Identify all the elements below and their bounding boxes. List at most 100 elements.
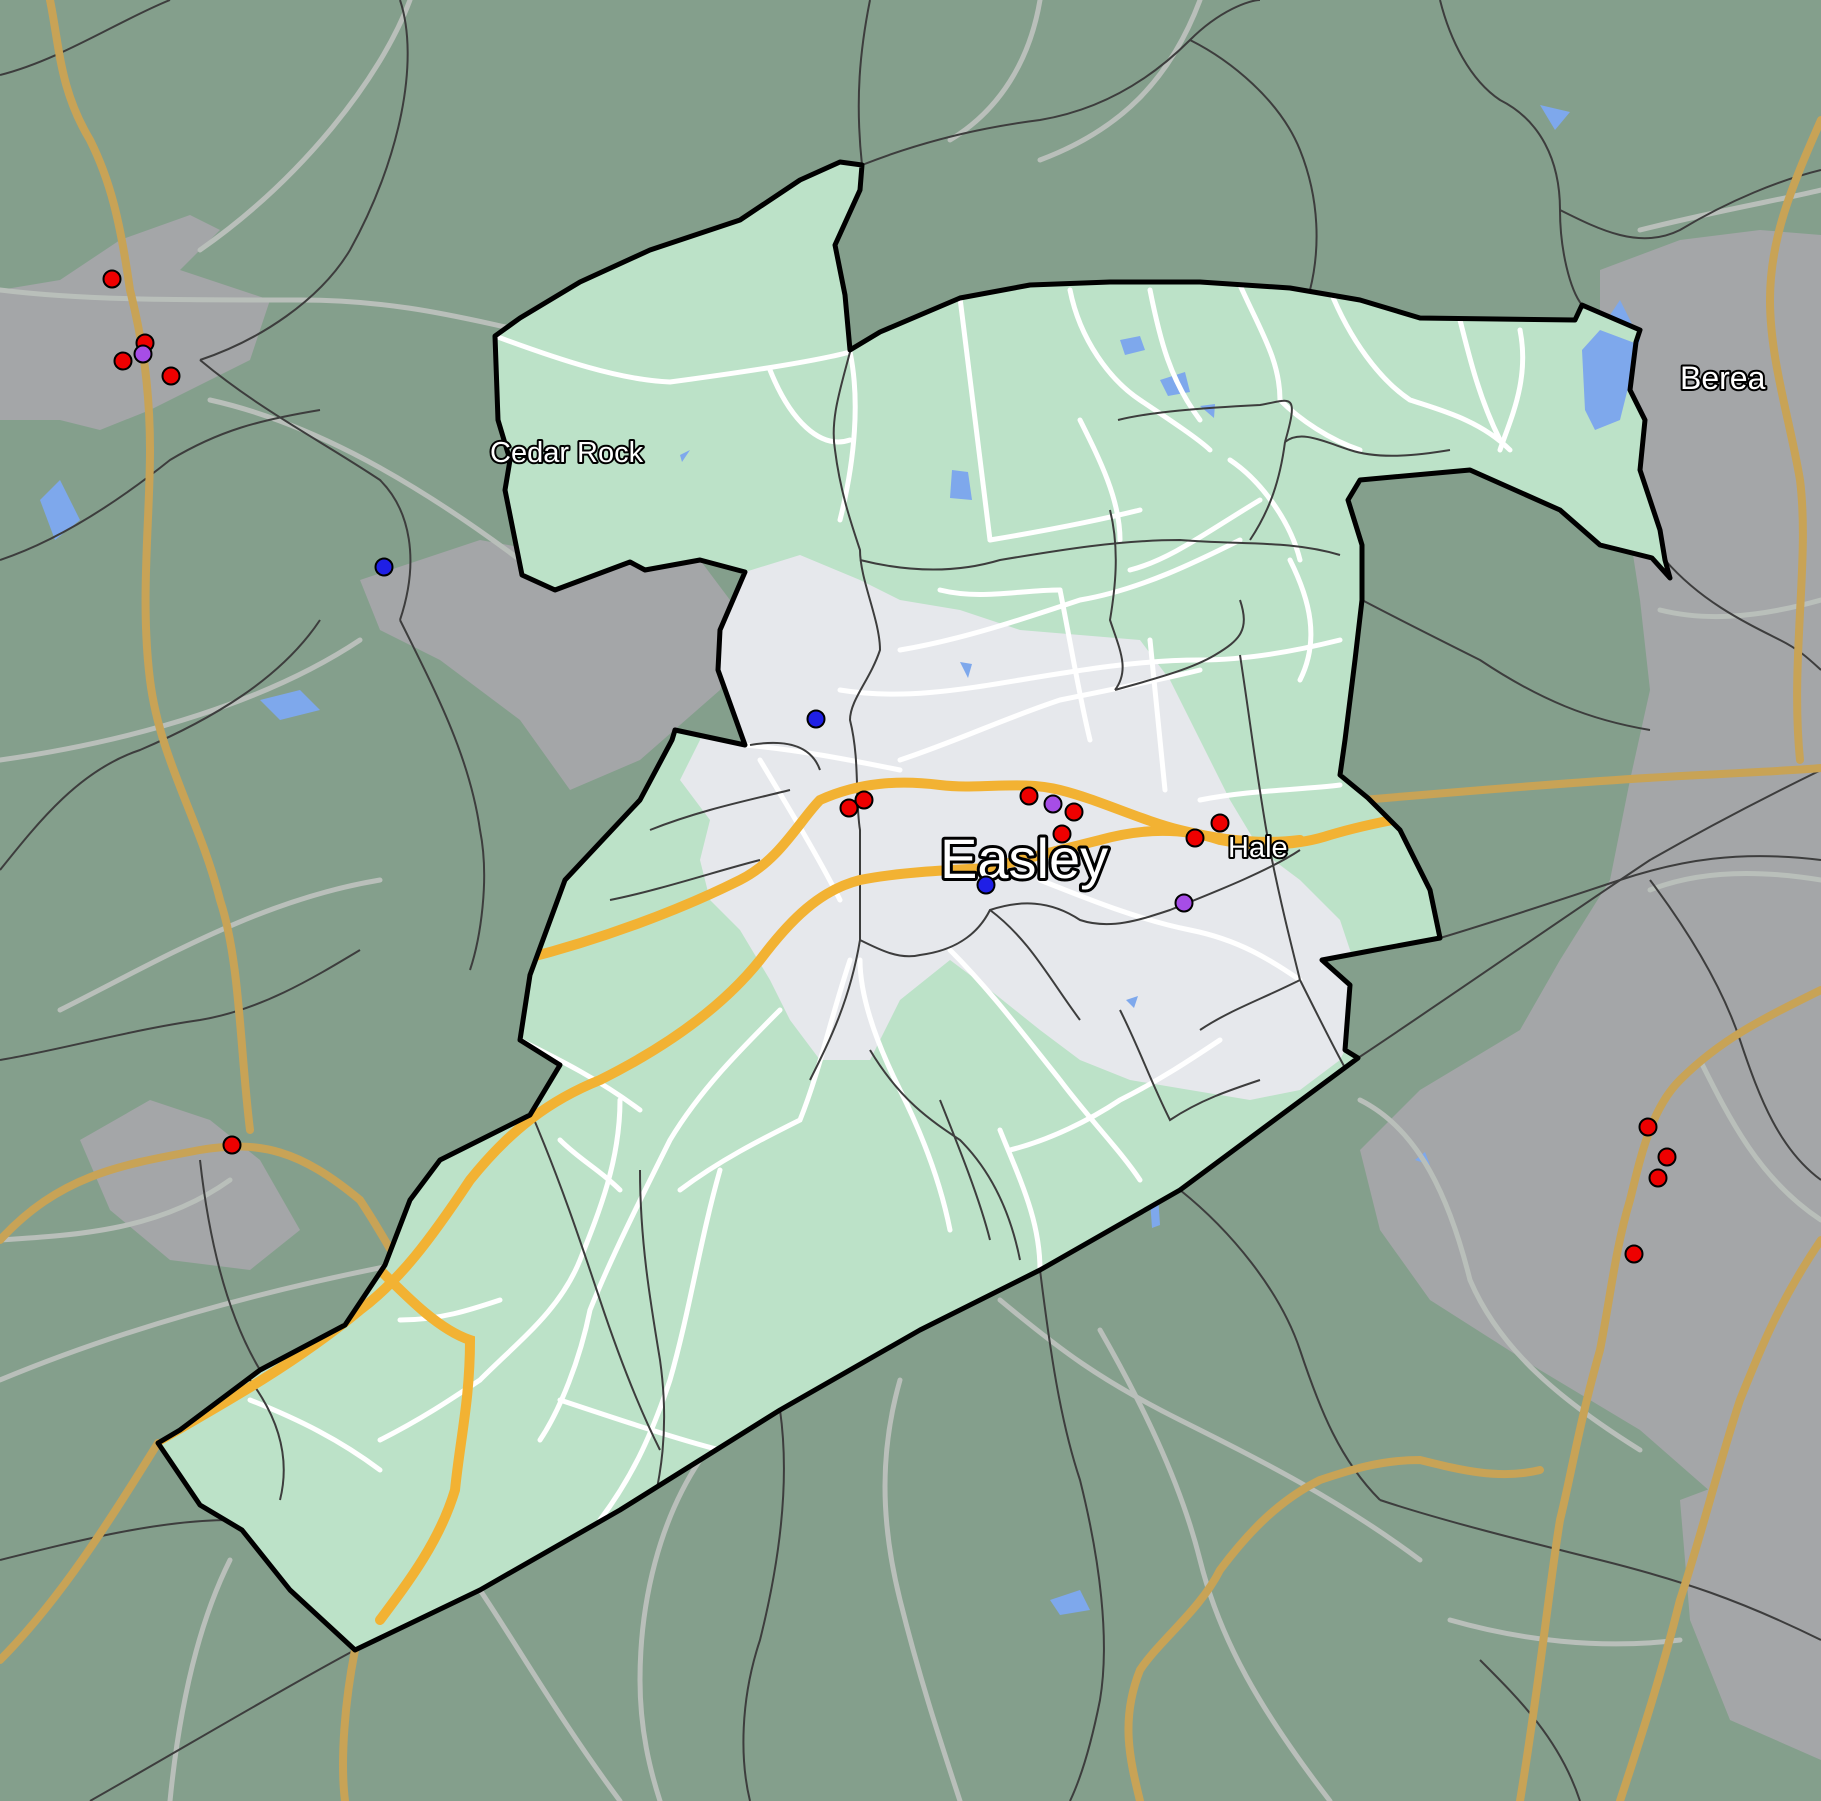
map-marker-red[interactable]: [1210, 813, 1230, 833]
map-marker-red[interactable]: [1624, 1244, 1644, 1264]
boundary-line: [1649, 879, 1821, 1181]
road-outside: [1037, 0, 1203, 163]
road-region: [1497, 327, 1526, 453]
road-region: [1077, 417, 1123, 543]
boundary-line: [199, 0, 409, 361]
road-region: [537, 1007, 783, 1443]
road-region: [957, 295, 993, 543]
boundary-line: [1361, 599, 1651, 731]
boundary-line: [1039, 1269, 1105, 1801]
water-region: [1582, 330, 1640, 430]
highway-outside: [46, 0, 254, 1134]
road-outside: [57, 877, 383, 1013]
boundary-line-region: [869, 1049, 1021, 1261]
boundary-line: [861, 0, 1261, 166]
boundary-line: [742, 1409, 785, 1801]
map-marker-red[interactable]: [854, 790, 874, 810]
map-marker-red[interactable]: [161, 366, 181, 386]
map-marker-red[interactable]: [1648, 1168, 1668, 1188]
map-marker-purple[interactable]: [133, 344, 153, 364]
boundary-line: [0, 0, 171, 76]
boundary-line-region: [1199, 979, 1301, 1031]
road-region: [1457, 317, 1503, 443]
label-berea[interactable]: Berea: [1678, 358, 1768, 398]
boundary-line: [1479, 1659, 1581, 1801]
map-marker-red[interactable]: [1019, 786, 1039, 806]
highway-outside: [1358, 764, 1821, 804]
road-outside: [1637, 187, 1821, 233]
boundary-line-region: [529, 1109, 661, 1451]
map-marker-blue[interactable]: [806, 709, 826, 729]
road-region: [947, 947, 1143, 1183]
boundary-line-region: [989, 909, 1081, 1021]
road-region: [997, 1127, 1043, 1273]
road-region: [767, 367, 853, 445]
map-marker-red[interactable]: [1185, 828, 1205, 848]
road-outside: [1447, 1617, 1683, 1647]
place-labels: Easley Cedar Rock Hale Berea: [488, 358, 1768, 893]
map-marker-purple[interactable]: [1174, 893, 1194, 913]
water-region: [1120, 336, 1145, 355]
road-region: [597, 1167, 723, 1523]
boundary-line: [199, 1159, 261, 1371]
road-outside: [207, 397, 523, 563]
water-region: [950, 470, 972, 500]
boundary-line: [0, 949, 361, 1061]
boundary-line: [0, 619, 321, 871]
urban-area-south-west: [80, 1100, 300, 1270]
water-outside: [260, 690, 320, 720]
road-outside: [0, 287, 523, 333]
boundary-line: [89, 1649, 356, 1801]
highway-region: [375, 1265, 476, 1625]
road-region: [557, 1137, 623, 1193]
water-region: [1126, 996, 1138, 1008]
map-marker-blue[interactable]: [976, 875, 996, 895]
map-marker-blue[interactable]: [374, 557, 394, 577]
road-region: [1127, 497, 1263, 573]
boundary-line-region: [639, 1169, 666, 1521]
map-marker-red[interactable]: [1638, 1117, 1658, 1137]
map-marker-red[interactable]: [102, 269, 122, 289]
road-region: [1067, 287, 1213, 453]
label-cedar-rock[interactable]: Cedar Rock: [488, 435, 646, 471]
boundary-line: [0, 1519, 231, 1561]
road-region: [897, 537, 1243, 653]
boundary-line-region: [1108, 509, 1124, 691]
road-outside: [997, 1297, 1423, 1563]
boundary-line-region: [1117, 399, 1293, 443]
region-outline: [155, 159, 1673, 1653]
map-marker-red[interactable]: [1657, 1147, 1677, 1167]
road-outside: [1647, 870, 1821, 893]
boundary-line-region: [749, 741, 821, 771]
boundary-line: [1189, 39, 1318, 291]
highway-outside: [1124, 1455, 1544, 1801]
map-marker-red[interactable]: [1064, 802, 1084, 822]
map-marker-red[interactable]: [222, 1135, 242, 1155]
highway-outside: [1616, 1236, 1821, 1801]
label-hale[interactable]: Hale: [1226, 830, 1290, 866]
road-outside: [947, 0, 1043, 143]
boundary-line: [1379, 1499, 1821, 1641]
map-marker-red[interactable]: [113, 351, 133, 371]
highway-outside: [339, 1646, 359, 1801]
road-region: [1007, 1037, 1223, 1153]
map-marker-purple[interactable]: [1043, 794, 1063, 814]
road-region: [677, 957, 853, 1193]
boundary-line-region: [1284, 435, 1451, 457]
water-outside: [40, 480, 80, 540]
road-region: [1327, 287, 1513, 453]
water-outside: [1540, 105, 1570, 130]
road-outside: [882, 1377, 963, 1801]
road-region: [897, 667, 1203, 763]
road-region: [1237, 282, 1363, 453]
road-outside: [1697, 1057, 1821, 1223]
water-region: [680, 450, 690, 462]
boundary-line-region: [1249, 441, 1286, 541]
boundary-line-region: [939, 1099, 991, 1241]
road-outside: [477, 1587, 623, 1801]
road-region: [837, 637, 1343, 697]
map-marker-red[interactable]: [1052, 824, 1072, 844]
map-marker-red[interactable]: [839, 798, 859, 818]
label-easley[interactable]: Easley: [937, 824, 1111, 893]
